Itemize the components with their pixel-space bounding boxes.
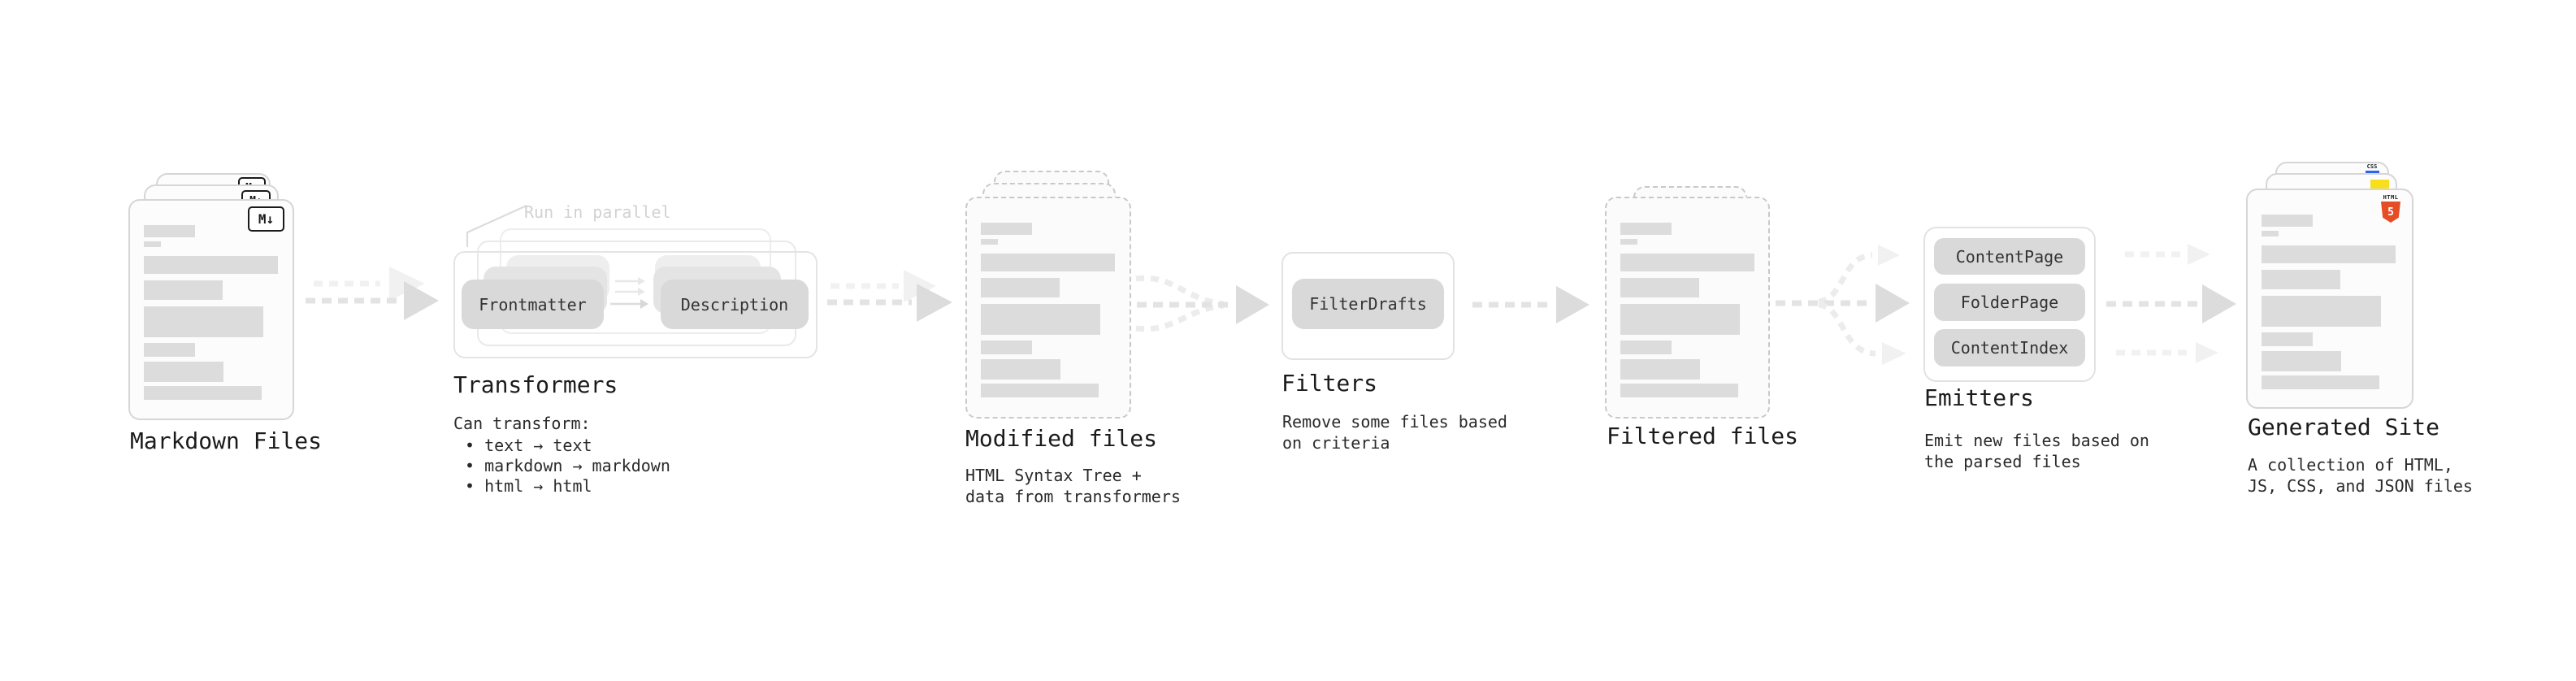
css-icon-label: CSS	[2366, 163, 2378, 170]
javascript-icon	[2370, 180, 2389, 189]
filters-subtitle: Remove some files based on criteria	[1282, 412, 1507, 453]
emitters-subtitle: Emit new files based on the parsed files	[1924, 431, 2149, 471]
arrow-filtered-to-emitters-fanout	[1776, 245, 1910, 365]
modified-files-subtitle: HTML Syntax Tree + data from transformer…	[965, 466, 1181, 506]
markdown-file-card-front: M↓	[128, 199, 294, 420]
transformer-container-front	[453, 251, 817, 358]
bullet-item: • text → text	[465, 436, 592, 455]
generated-site-label: Generated Site	[2248, 414, 2440, 440]
frontmatter-transformer-pill: Frontmatter	[462, 280, 604, 329]
emitters-label: Emitters	[1924, 384, 2034, 411]
generated-site-stack: CSS HTML 5	[2246, 162, 2418, 422]
arrows-emitters-to-generated	[2106, 244, 2236, 363]
html5-icon-number: 5	[2387, 206, 2394, 219]
filtered-files-label: Filtered files	[1607, 423, 1799, 449]
arrow-markdown-to-transformers	[306, 267, 439, 320]
markdown-files-label: Markdown Files	[130, 427, 323, 454]
html-file-card: HTML 5	[2246, 189, 2413, 409]
run-in-parallel-pointer	[466, 204, 527, 247]
filtered-file-card-front	[1605, 197, 1770, 419]
modified-files-label: Modified files	[965, 425, 1158, 452]
folderpage-emitter-pill: FolderPage	[1934, 284, 2085, 321]
modified-file-card-front	[965, 197, 1131, 419]
arrow-modified-to-filters-merge	[1135, 275, 1269, 332]
generated-site-subtitle: A collection of HTML, JS, CSS, and JSON …	[2248, 455, 2473, 496]
arrow-filters-to-filtered	[1472, 286, 1589, 323]
filtered-files-stack	[1605, 186, 1776, 430]
modified-files-stack	[965, 171, 1136, 431]
css-icon-bar	[2365, 171, 2379, 173]
html5-icon: HTML 5	[2381, 194, 2400, 223]
run-in-parallel-annotation: Run in parallel	[524, 202, 671, 222]
filterdrafts-pill: FilterDrafts	[1292, 279, 1444, 329]
description-transformer-pill: Description	[661, 280, 809, 329]
html5-icon-label: HTML	[2383, 194, 2399, 201]
filters-label: Filters	[1281, 370, 1378, 397]
markdown-icon: M↓	[248, 206, 284, 232]
transformers-subtitle: Can transform:	[453, 414, 591, 433]
contentpage-emitter-pill: ContentPage	[1934, 238, 2085, 275]
markdown-icon-glyph: M↓	[258, 211, 275, 227]
markdown-files-stack: M↓ M↓ M↓	[128, 162, 299, 422]
bullet-item: • markdown → markdown	[465, 456, 670, 475]
bullet-item: • html → html	[465, 476, 592, 496]
html5-icon-shield: 5	[2381, 202, 2400, 223]
contentindex-emitter-pill: ContentIndex	[1934, 329, 2085, 367]
transformers-label: Transformers	[453, 371, 618, 398]
arrow-transformers-to-modified	[827, 270, 952, 322]
transformer-parallel-arrows	[610, 277, 648, 309]
css-icon: CSS	[2365, 164, 2379, 173]
transformers-bullet-list: • text → text • markdown → markdown • ht…	[465, 436, 670, 497]
